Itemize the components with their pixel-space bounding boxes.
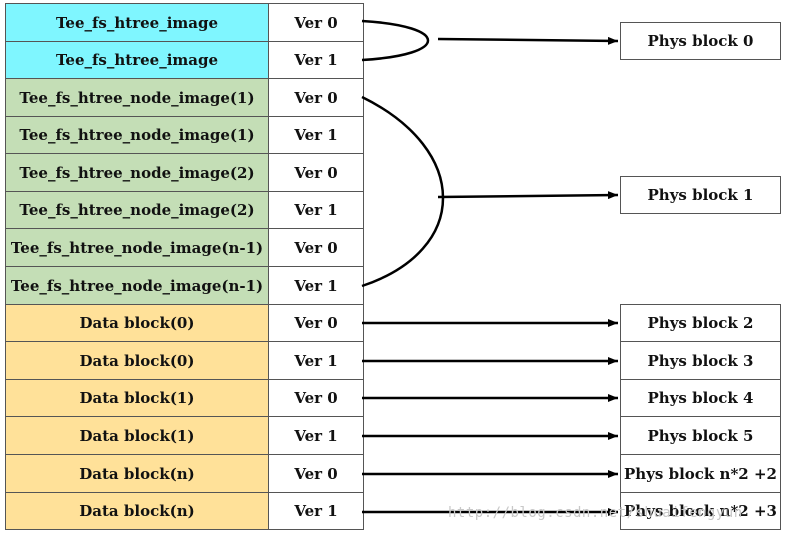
version-cell-0: Ver 0 [268, 3, 364, 42]
watermark: http://blog.csdn.net/shuaifengyun [448, 505, 743, 521]
merge-curve-header [361, 19, 429, 62]
phys-block-2: Phys block 2 [620, 304, 781, 342]
version-cell-2: Ver 0 [268, 78, 364, 117]
data-block-cell-2: Data block(1) [5, 379, 269, 417]
data-block-cell-5: Data block(n) [5, 492, 269, 530]
version-cell-7: Ver 1 [268, 266, 364, 305]
version-cell-3: Ver 1 [268, 116, 364, 154]
node-image-cell-5: Tee_fs_htree_node_image(n-1) [5, 266, 269, 305]
phys-block-1: Phys block 1 [620, 176, 781, 214]
version-cell-5: Ver 1 [268, 191, 364, 229]
node-image-cell-2: Tee_fs_htree_node_image(2) [5, 153, 269, 192]
phys-block-0: Phys block 0 [620, 22, 781, 60]
node-image-cell-4: Tee_fs_htree_node_image(n-1) [5, 228, 269, 267]
data-block-cell-4: Data block(n) [5, 454, 269, 493]
data-block-cell-0: Data block(0) [5, 304, 269, 342]
arrow-to-phys-0 [437, 36, 619, 45]
merge-curve-nodes [361, 95, 445, 288]
phys-block-3: Phys block 3 [620, 341, 781, 380]
node-image-cell-0: Tee_fs_htree_node_image(1) [5, 78, 269, 117]
version-cell-11: Ver 1 [268, 416, 364, 455]
phys-block-4: Phys block 4 [620, 379, 781, 417]
version-cell-6: Ver 0 [268, 228, 364, 267]
version-cell-13: Ver 1 [268, 492, 364, 530]
node-image-cell-3: Tee_fs_htree_node_image(2) [5, 191, 269, 229]
phys-block-6: Phys block n*2 +2 [620, 454, 781, 493]
version-cell-1: Ver 1 [268, 41, 364, 79]
phys-block-5: Phys block 5 [620, 416, 781, 455]
data-block-cell-3: Data block(1) [5, 416, 269, 455]
data-block-cell-1: Data block(0) [5, 341, 269, 380]
phys-block-7: Phys block n*2 +3 [620, 492, 781, 530]
arrow-to-phys-1 [437, 191, 619, 200]
version-cell-8: Ver 0 [268, 304, 364, 342]
version-cell-9: Ver 1 [268, 341, 364, 380]
header-image-cell-0: Tee_fs_htree_image [5, 3, 269, 42]
